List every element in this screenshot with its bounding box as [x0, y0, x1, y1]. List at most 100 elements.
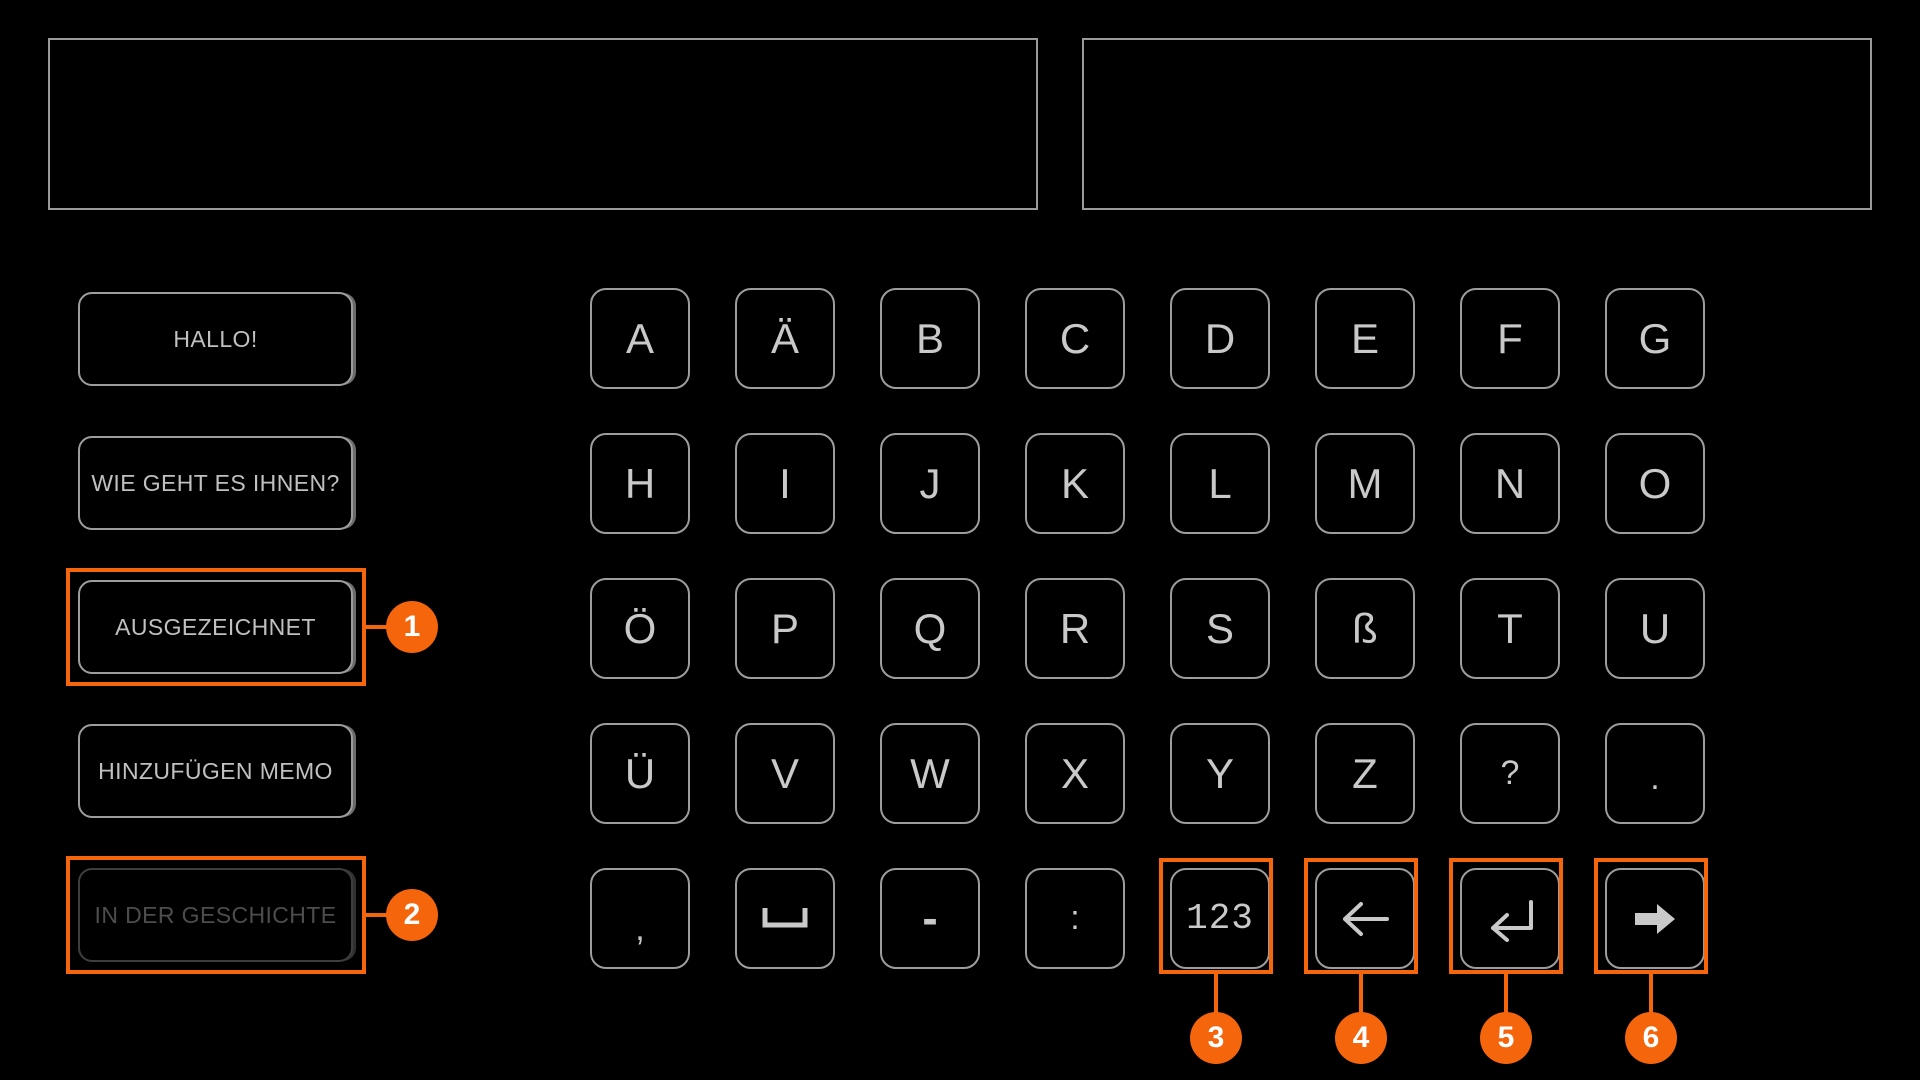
key-label: :: [1070, 899, 1080, 937]
key-label: H: [624, 459, 656, 507]
key-q[interactable]: Q: [880, 578, 980, 679]
key-a[interactable]: A: [590, 288, 690, 389]
key-j[interactable]: J: [880, 433, 980, 534]
key-label: R: [1059, 604, 1091, 652]
key-o[interactable]: O: [1605, 433, 1705, 534]
key-a-umlaut[interactable]: Ä: [735, 288, 835, 389]
annotation-badge-label: 3: [1207, 1021, 1225, 1054]
annotation-badge-label: 4: [1352, 1021, 1370, 1054]
key-label: J: [919, 459, 941, 507]
annotation-badge-label: 6: [1642, 1021, 1660, 1054]
key-label: A: [625, 314, 654, 362]
key-label: K: [1060, 459, 1089, 507]
key-colon[interactable]: :: [1025, 868, 1125, 969]
key-p[interactable]: P: [735, 578, 835, 679]
key-w[interactable]: W: [880, 723, 980, 824]
suggestion-ausgezeichnet[interactable]: AUSGEZEICHNET: [78, 580, 353, 674]
key-label: -: [922, 892, 938, 944]
key-h[interactable]: H: [590, 433, 690, 534]
annotation-leader-3: [1214, 970, 1218, 1016]
key-z[interactable]: Z: [1315, 723, 1415, 824]
annotation-badge-5: 5: [1480, 1012, 1532, 1064]
annotation-badge-6: 6: [1625, 1012, 1677, 1064]
arrow-right-icon: [1631, 899, 1679, 939]
key-u[interactable]: U: [1605, 578, 1705, 679]
key-label: ,: [635, 910, 645, 948]
suggestion-label: WIE GEHT ES IHNEN?: [91, 469, 340, 496]
key-c[interactable]: C: [1025, 288, 1125, 389]
key-label: B: [915, 314, 944, 362]
key-label: X: [1060, 749, 1089, 797]
suggestion-hinzufuegen-memo[interactable]: HINZUFÜGEN MEMO: [78, 724, 353, 818]
key-m[interactable]: M: [1315, 433, 1415, 534]
key-s[interactable]: S: [1170, 578, 1270, 679]
key-n[interactable]: N: [1460, 433, 1560, 534]
key-label: N: [1494, 459, 1526, 507]
key-b[interactable]: B: [880, 288, 980, 389]
key-r[interactable]: R: [1025, 578, 1125, 679]
composed-text-value: [50, 40, 1036, 208]
key-label: Z: [1352, 749, 1378, 797]
key-period[interactable]: .: [1605, 723, 1705, 824]
key-hyphen[interactable]: -: [880, 868, 980, 969]
key-g[interactable]: G: [1605, 288, 1705, 389]
key-label: F: [1497, 314, 1523, 362]
key-label: Ä: [770, 314, 799, 362]
annotation-badge-label: 1: [403, 610, 421, 643]
annotation-leader-4: [1359, 970, 1363, 1016]
annotation-badge-label: 2: [403, 898, 421, 931]
preview-text-field[interactable]: [1082, 38, 1872, 210]
key-o-umlaut[interactable]: Ö: [590, 578, 690, 679]
key-space[interactable]: [735, 868, 835, 969]
space-icon: [762, 907, 808, 930]
key-enter[interactable]: [1460, 868, 1560, 969]
annotation-badge-4: 4: [1335, 1012, 1387, 1064]
key-label: ?: [1500, 754, 1520, 792]
key-label: U: [1639, 604, 1671, 652]
key-comma[interactable]: ,: [590, 868, 690, 969]
key-123[interactable]: 123: [1170, 868, 1270, 969]
key-label: .: [1650, 759, 1660, 797]
key-t[interactable]: T: [1460, 578, 1560, 679]
key-d[interactable]: D: [1170, 288, 1270, 389]
key-backspace[interactable]: [1315, 868, 1415, 969]
annotation-badge-1: 1: [386, 601, 438, 653]
suggestion-label: HALLO!: [173, 325, 258, 352]
key-f[interactable]: F: [1460, 288, 1560, 389]
key-y[interactable]: Y: [1170, 723, 1270, 824]
key-label: T: [1497, 604, 1523, 652]
key-label: Y: [1205, 749, 1234, 797]
suggestion-hallo[interactable]: HALLO!: [78, 292, 353, 386]
key-i[interactable]: I: [735, 433, 835, 534]
key-label: S: [1205, 604, 1234, 652]
key-label: V: [770, 749, 799, 797]
composed-text-field[interactable]: [48, 38, 1038, 210]
key-label: ß: [1352, 604, 1378, 652]
key-label: C: [1059, 314, 1091, 362]
annotation-leader-6: [1649, 970, 1653, 1016]
key-u-umlaut[interactable]: Ü: [590, 723, 690, 824]
key-label: G: [1638, 314, 1672, 362]
key-k[interactable]: K: [1025, 433, 1125, 534]
annotation-badge-3: 3: [1190, 1012, 1242, 1064]
key-question-mark[interactable]: ?: [1460, 723, 1560, 824]
suggestion-label: AUSGEZEICHNET: [115, 613, 316, 640]
key-label: Ü: [624, 749, 656, 797]
annotation-badge-label: 5: [1497, 1021, 1515, 1054]
key-label: W: [910, 749, 950, 797]
suggestion-wie-geht-es-ihnen[interactable]: WIE GEHT ES IHNEN?: [78, 436, 353, 530]
key-label: Ö: [623, 604, 657, 652]
annotation-badge-2: 2: [386, 889, 438, 941]
key-next[interactable]: [1605, 868, 1705, 969]
key-eszett[interactable]: ß: [1315, 578, 1415, 679]
key-label: L: [1208, 459, 1232, 507]
key-e[interactable]: E: [1315, 288, 1415, 389]
key-label: Q: [913, 604, 947, 652]
key-l[interactable]: L: [1170, 433, 1270, 534]
suggestion-in-der-geschichte[interactable]: IN DER GESCHICHTE: [78, 868, 353, 962]
key-v[interactable]: V: [735, 723, 835, 824]
key-x[interactable]: X: [1025, 723, 1125, 824]
key-label: 123: [1186, 898, 1254, 939]
key-label: P: [770, 604, 799, 652]
